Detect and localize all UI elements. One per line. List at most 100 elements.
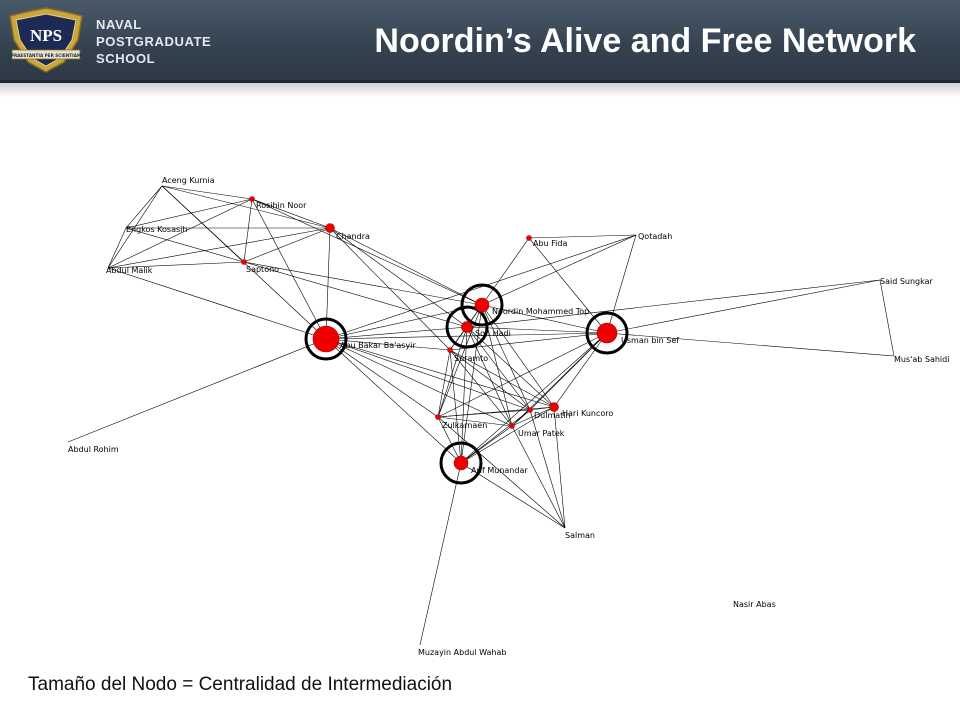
- edge-zulkarnaen-salman: [437, 416, 566, 529]
- node-label-abufida: Abu Fida: [533, 239, 567, 248]
- edge-rosihin-abubakar: [251, 198, 327, 340]
- ring-noordin: [460, 283, 504, 327]
- edge-harikuncoro-zulkarnaen: [437, 406, 555, 418]
- edge-chandra-suramto: [329, 227, 451, 351]
- edge-sonhadi-abubakar: [325, 326, 468, 340]
- edge-saidsungkar-musab: [879, 279, 895, 357]
- edge-engkos-saptono: [125, 227, 245, 263]
- node-label-umarpatek: Umar Patek: [518, 429, 565, 438]
- edge-abubakar-harikuncoro: [325, 338, 555, 408]
- slide-title: Noordin’s Alive and Free Network: [374, 22, 916, 60]
- edge-engkos-abdulmalik: [107, 227, 127, 269]
- edge-rosihin-chandra: [251, 198, 331, 229]
- node-label-engkos: Engkos Kosasih: [126, 225, 187, 234]
- edge-abdulmalik-abubakar: [107, 267, 327, 340]
- node-usman: [596, 322, 618, 344]
- node-label-zulkarnaen: Zulkarnaen: [442, 421, 487, 430]
- caption: Tamaño del Nodo = Centralidad de Interme…: [28, 674, 453, 695]
- edge-abubakar-dulmatin: [325, 338, 531, 411]
- node-label-usman: Usman bin Sef: [621, 336, 679, 345]
- edge-dulmatin-salman: [529, 409, 566, 529]
- edge-rosihin-saptono: [243, 198, 253, 263]
- node-label-musab: Mus'ab Sahidi: [894, 355, 949, 364]
- edge-rosihin-engkos: [125, 198, 253, 229]
- edge-aceng-engkos: [125, 185, 163, 229]
- edge-saidsungkar-usman: [606, 279, 881, 334]
- edge-aceng-abdulmalik: [107, 185, 163, 269]
- ring-arif: [439, 441, 483, 485]
- node-abubakar: [312, 325, 340, 353]
- edge-chandra-saptono: [243, 227, 331, 263]
- edge-qotadah-noordin: [481, 234, 637, 306]
- node-label-sonhadi: Son Hadi: [475, 329, 511, 338]
- edge-zulkarnaen-umarpatek: [437, 416, 513, 427]
- node-label-qotadah: Qotadah: [638, 232, 672, 241]
- edge-abdulmalik-saptono: [107, 261, 245, 269]
- rings-layer: [304, 283, 629, 485]
- edge-abubakar-arif: [325, 338, 462, 464]
- node-label-saidsungkar: Said Sungkar: [880, 277, 934, 286]
- edges-layer: [67, 185, 895, 646]
- nodes-layer: [241, 196, 618, 471]
- logo-line-1: NAVAL: [96, 17, 142, 32]
- edge-harikuncoro-umarpatek: [511, 406, 555, 427]
- header-bar: [0, 0, 960, 83]
- edge-rosihin-noordin: [251, 198, 483, 306]
- ring-usman: [585, 311, 629, 355]
- edge-suramto-harikuncoro: [449, 349, 555, 408]
- edge-qotadah-abubakar: [325, 234, 637, 340]
- edge-dulmatin-arif: [460, 409, 531, 464]
- node-label-saptono: Saptono: [246, 265, 279, 274]
- edge-arif-muzayin: [419, 462, 462, 646]
- edge-chandra-sonhadi: [329, 227, 468, 328]
- edge-suramto-zulkarnaen: [437, 349, 451, 418]
- node-label-rosihin: Rosihin Noor: [256, 201, 307, 210]
- edge-sonhadi-arif: [460, 326, 468, 464]
- node-label-abdulrohim: Abdul Rohim: [68, 445, 119, 454]
- edge-usman-dulmatin: [529, 332, 608, 411]
- logo-motto: PRAESTANTIA PER SCIENTIAM: [11, 53, 81, 58]
- edge-chandra-abubakar: [325, 227, 331, 340]
- edge-usman-arif: [460, 332, 608, 464]
- edge-usman-suramto: [449, 332, 608, 351]
- node-label-chandra: Chandra: [336, 232, 370, 241]
- edge-abubakar-usman: [325, 332, 608, 340]
- edge-dulmatin-umarpatek: [511, 409, 531, 427]
- node-label-aceng: Aceng Kurnia: [162, 176, 215, 185]
- node-dulmatin: [527, 407, 533, 413]
- node-label-arif: Arif Munandar: [471, 466, 528, 475]
- node-label-nasirabas: Nasir Abas: [733, 600, 776, 609]
- node-abufida: [526, 235, 532, 241]
- edge-sonhadi-harikuncoro: [466, 326, 555, 408]
- node-label-dulmatin: Dulmatin: [534, 411, 571, 420]
- node-label-noordin: Noordin Mohammed Top: [492, 307, 589, 316]
- node-harikuncoro: [549, 402, 559, 412]
- edge-usman-zulkarnaen: [437, 332, 608, 418]
- edge-abubakar-zulkarnaen: [325, 338, 439, 418]
- node-umarpatek: [509, 423, 515, 429]
- logo-line-2: POSTGRADUATE: [96, 34, 212, 49]
- edge-saptono-noordin: [243, 261, 483, 306]
- node-label-salman: Salman: [565, 531, 595, 540]
- logo-wordmark: NAVAL POSTGRADUATE SCHOOL: [96, 16, 211, 67]
- edge-chandra-abdulmalik: [107, 227, 331, 269]
- node-rosihin: [249, 196, 255, 202]
- node-label-muzayin: Muzayin Abdul Wahab: [418, 648, 506, 657]
- node-label-abubakar: Abu Bakar Ba'asyir: [340, 341, 416, 350]
- node-saptono: [241, 259, 247, 265]
- edge-suramto-dulmatin: [449, 349, 531, 411]
- edge-umarpatek-salman: [511, 425, 566, 529]
- edge-abufida-noordin: [481, 237, 530, 306]
- logo-line-3: SCHOOL: [96, 51, 156, 66]
- edge-qotadah-usman: [606, 234, 637, 334]
- edge-abufida-qotadah: [528, 234, 637, 239]
- node-arif: [453, 455, 469, 471]
- edge-abubakar-umarpatek: [325, 338, 513, 427]
- header-shadow: [0, 83, 960, 97]
- edge-sonhadi-zulkarnaen: [437, 326, 468, 418]
- edge-musab-usman: [606, 332, 895, 357]
- node-label-harikuncoro: Hari Kuncoro: [562, 409, 613, 418]
- node-suramto: [447, 347, 453, 353]
- edge-umarpatek-arif: [460, 425, 513, 464]
